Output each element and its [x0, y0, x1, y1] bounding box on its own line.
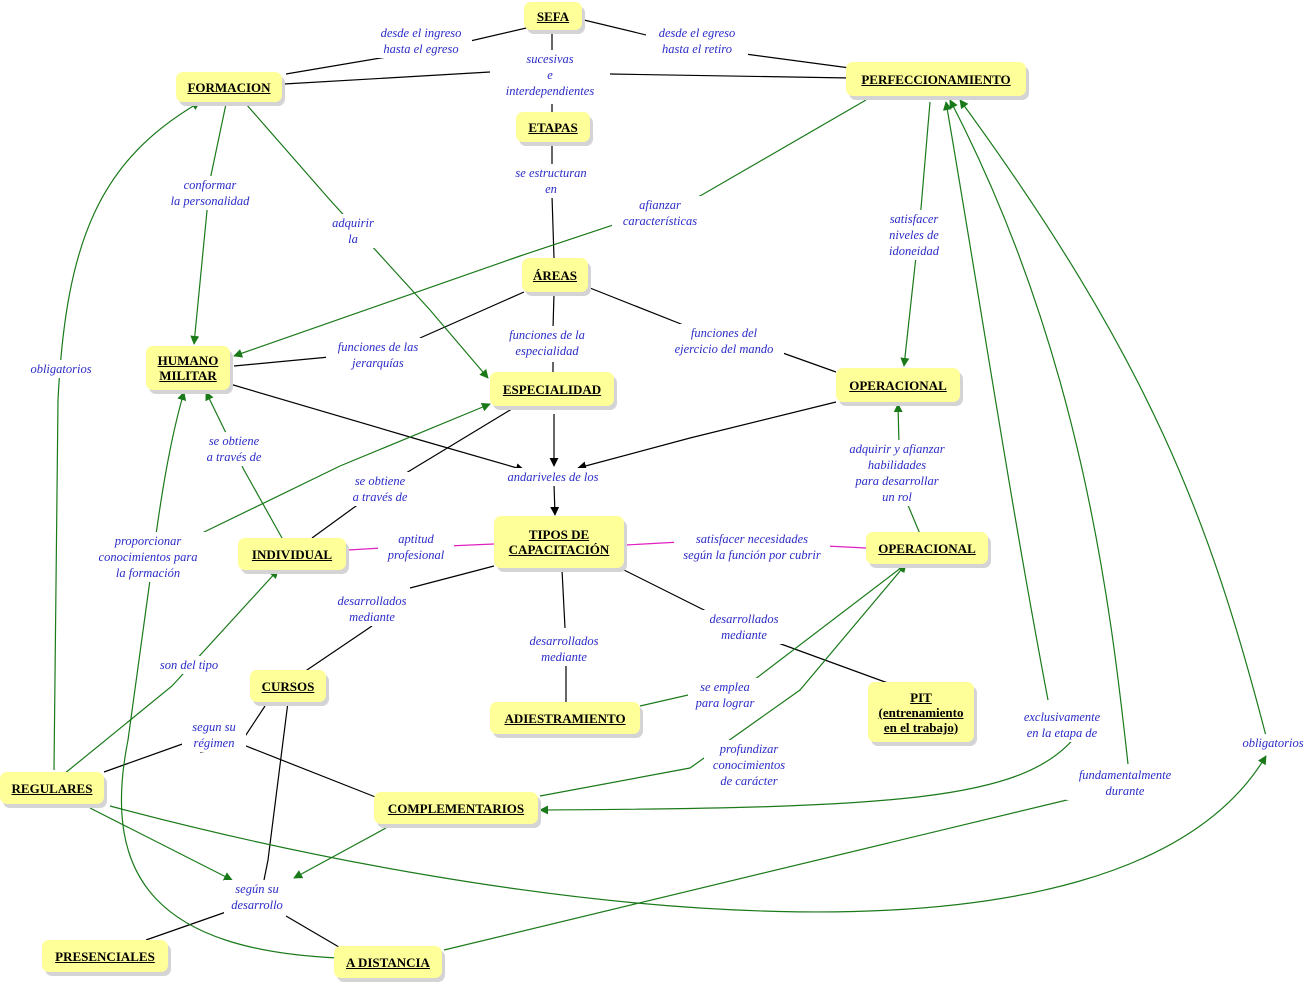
node-areas[interactable]: ÁREAS: [522, 258, 588, 292]
label-sucesivas: sucesivas e interdependientes: [496, 50, 604, 100]
node-cursos[interactable]: CURSOS: [250, 670, 326, 702]
label-proporcionar: proporcionar conocimientos para la forma…: [88, 532, 208, 582]
label-segun-desarrollo: según su desarrollo: [224, 880, 290, 914]
label-exclusivamente: exclusivamente en la etapa de: [1012, 708, 1112, 742]
label-fundamentalmente: fundamentalmente durante: [1066, 766, 1184, 800]
label-se-estructuran: se estructuran en: [506, 164, 596, 198]
node-individual[interactable]: INDIVIDUAL: [238, 538, 346, 570]
node-perfeccionamiento[interactable]: PERFECCIONAMIENTO: [846, 62, 1026, 96]
node-presenciales[interactable]: PRESENCIALES: [42, 940, 168, 972]
label-funciones-especialidad: funciones de la especialidad: [500, 326, 594, 360]
node-etapas[interactable]: ETAPAS: [516, 112, 590, 142]
node-formacion[interactable]: FORMACION: [176, 72, 282, 102]
label-funciones-mando: funciones del ejercicio del mando: [664, 324, 784, 358]
label-desde-el-egreso: desde el egreso hasta el retiro: [646, 24, 748, 58]
label-adquirir-la: adquirir la: [322, 214, 384, 248]
label-funciones-jerarquias: funciones de las jerarquías: [326, 338, 430, 372]
label-satisfacer-necesidades: satisfacer necesidades según la función …: [674, 530, 830, 564]
node-complementarios[interactable]: COMPLEMENTARIOS: [374, 792, 538, 824]
label-desarrollados-3: desarrollados mediante: [698, 610, 790, 644]
label-satisfacer-niveles: satisfacer niveles de idoneidad: [880, 210, 948, 260]
label-se-obtiene-2: se obtiene a través de: [342, 472, 418, 506]
label-son-del-tipo: son del tipo: [150, 656, 228, 674]
label-adquirir-afianzar: adquirir y afianzar habilidades para des…: [838, 440, 956, 506]
node-adiestramiento[interactable]: ADIESTRAMIENTO: [490, 702, 640, 734]
node-pit[interactable]: PIT (entrenamiento en el trabajo): [868, 682, 974, 742]
node-operacional-top[interactable]: OPERACIONAL: [836, 368, 960, 402]
label-desarrollados-1: desarrollados mediante: [326, 592, 418, 626]
node-operacional-mid[interactable]: OPERACIONAL: [866, 532, 988, 564]
label-profundizar: profundizar conocimientos de carácter: [704, 740, 794, 790]
label-se-obtiene-1: se obtiene a través de: [196, 432, 272, 466]
node-humano-militar[interactable]: HUMANO MILITAR: [146, 346, 230, 390]
label-desarrollados-2: desarrollados mediante: [518, 632, 610, 666]
label-andariveles: andariveles de los: [498, 468, 608, 486]
label-aptitud: aptitud profesional: [378, 530, 454, 564]
node-a-distancia[interactable]: A DISTANCIA: [334, 946, 442, 978]
node-especialidad[interactable]: ESPECIALIDAD: [490, 372, 614, 406]
node-tipos-capacitacion[interactable]: TIPOS DE CAPACITACIÓN: [494, 516, 624, 568]
label-segun-regimen: segun su régimen: [182, 718, 246, 752]
node-regulares[interactable]: REGULARES: [0, 772, 104, 804]
node-sefa[interactable]: SEFA: [524, 2, 582, 30]
label-afianzar: afianzar características: [612, 196, 708, 230]
label-desde-el-ingreso: desde el ingreso hasta el egreso: [370, 24, 472, 58]
label-obligatorios-left: obligatorios: [22, 360, 100, 378]
label-se-emplea: se emplea para lograr: [688, 678, 762, 712]
label-conformar: conformar la personalidad: [160, 176, 260, 210]
label-obligatorios-right: obligatorios: [1234, 734, 1312, 752]
